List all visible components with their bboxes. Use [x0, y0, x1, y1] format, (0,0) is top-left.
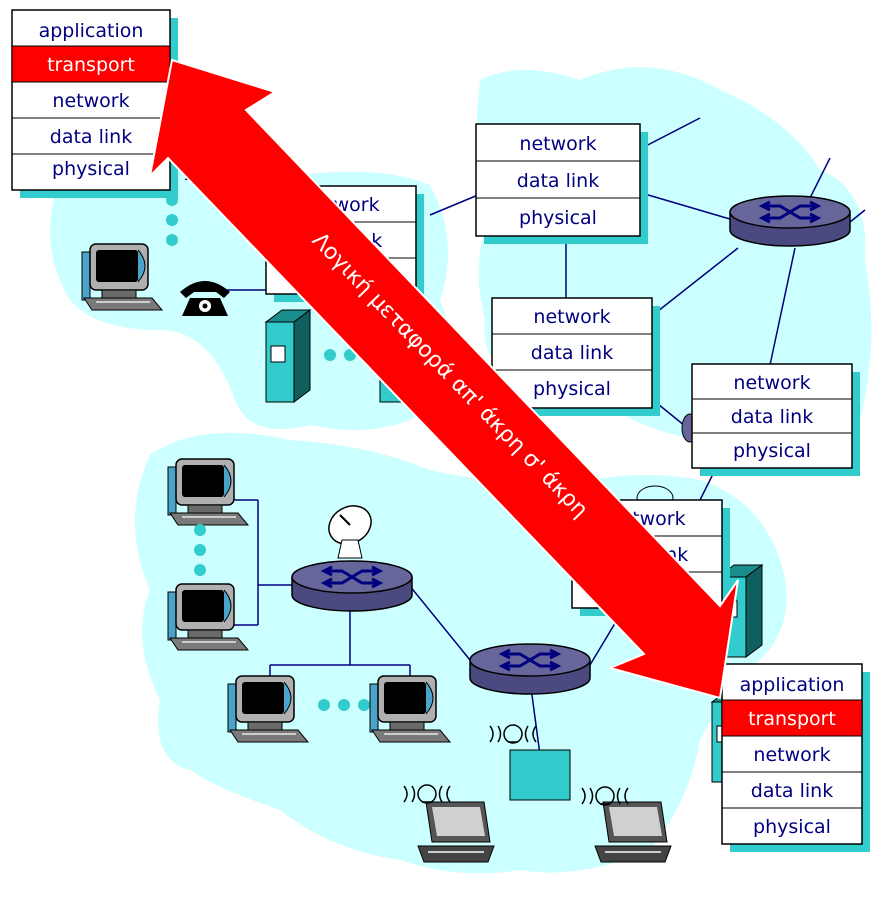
layer-data-link: data link [517, 170, 599, 192]
layer-physical: physical [733, 440, 811, 462]
layer-network: network [753, 744, 830, 766]
satellite-dish-icon [328, 505, 372, 559]
ellipsis-dots [194, 524, 206, 576]
layer-physical: physical [533, 378, 611, 400]
server-icon [265, 309, 311, 403]
router-icon [728, 194, 852, 248]
layer-physical: physical [52, 158, 130, 180]
ellipsis-dots [166, 194, 178, 246]
layer-network: network [52, 90, 129, 112]
layer-network: network [533, 306, 610, 328]
layer-data-link: data link [751, 780, 833, 802]
layer-data-link: data link [731, 406, 813, 428]
layer-data-link: data link [50, 126, 132, 148]
router-stack-r2: network data link physical [475, 123, 648, 244]
layer-transport: transport [47, 54, 135, 76]
router-stack-r3: network data link physical [491, 297, 660, 416]
router-icon [468, 642, 592, 696]
layer-network: network [733, 372, 810, 394]
layer-physical: physical [519, 207, 597, 229]
wireless-access-point-icon [509, 749, 571, 801]
ellipsis-dots [318, 699, 370, 711]
layer-transport: transport [748, 708, 836, 730]
layer-network: network [519, 133, 596, 155]
host-stack-right: application transport network data link … [721, 663, 870, 852]
layer-physical: physical [753, 816, 831, 838]
router-stack-r4: network data link physical [691, 363, 860, 476]
router-icon [290, 559, 414, 613]
layer-application: application [740, 674, 845, 696]
layer-application: application [39, 20, 144, 42]
layer-data-link: data link [531, 342, 613, 364]
